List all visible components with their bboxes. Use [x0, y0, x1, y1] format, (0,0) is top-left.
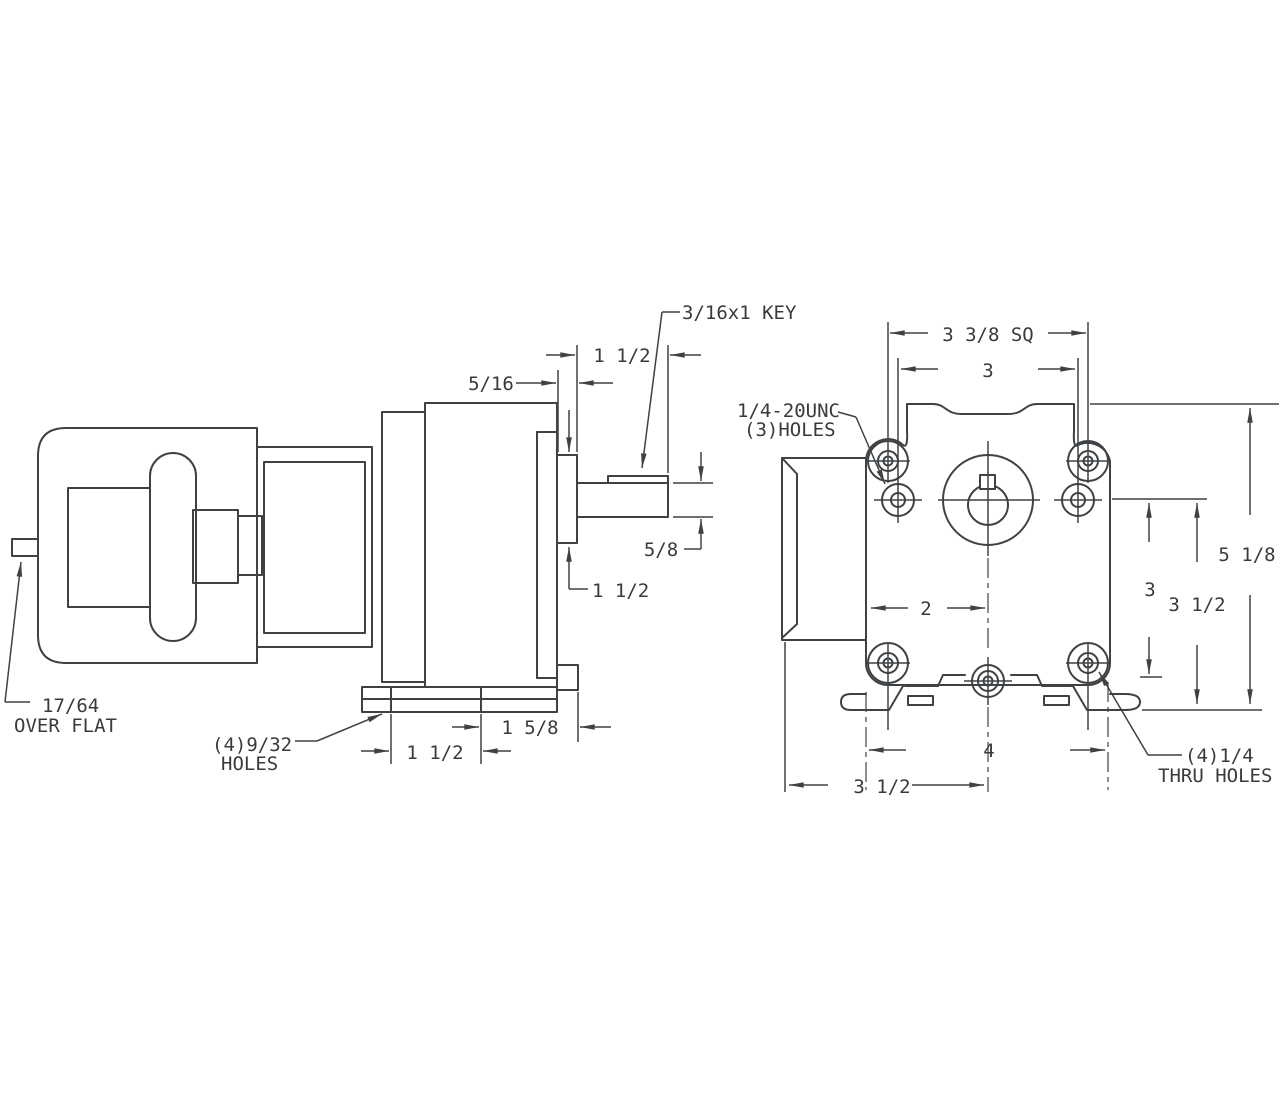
tapped-holes [874, 477, 1102, 523]
flange-slot-left [907, 695, 934, 706]
label-base-spacing-a: 1 1/2 [406, 742, 463, 764]
label-foot-span: 4 [983, 740, 994, 762]
label-face-square: 3 3/8 SQ [942, 324, 1034, 346]
side-view [11, 402, 669, 713]
side-view-labels: 3/16x1 KEY 1 1/2 5/16 5/8 1 1/2 17/64 OV… [14, 302, 797, 775]
motor-end-outline [781, 457, 867, 641]
flat-leader [4, 561, 23, 703]
label-overall-height: 5 1/8 [1218, 544, 1275, 566]
label-motor-offset: 3 1/2 [853, 776, 910, 798]
label-tapped-span: 3 [982, 360, 993, 382]
gearbox-foot [556, 664, 579, 691]
label-vertical-span: 3 [1144, 579, 1155, 601]
base-flange-top [904, 674, 1073, 687]
end-view [781, 403, 1141, 792]
label-boss-depth: 5/16 [468, 373, 514, 395]
label-base-spacing-b: 1 5/8 [501, 717, 558, 739]
label-tapped-1: 1/4-20UNC [737, 400, 840, 422]
base-holes-leader [316, 713, 383, 742]
base-flange-right-foot [1072, 685, 1141, 711]
gear-housing-rear [381, 411, 426, 683]
base-flange-left-foot [840, 685, 904, 711]
rear-flat-tab [11, 538, 40, 557]
output-shaft [576, 482, 669, 518]
label-flat-1: 17/64 [42, 695, 99, 717]
label-flat-2: OVER FLAT [14, 715, 117, 737]
thru-holes-leader [1098, 671, 1149, 756]
flange-slot-right [1043, 695, 1070, 706]
side-view-dimensions [4, 311, 713, 764]
motor-slot-cover [149, 452, 197, 642]
motor-body [37, 427, 258, 664]
bottom-center-hole [964, 657, 1012, 705]
end-view-dimensions [784, 322, 1279, 792]
label-center-height: 3 1/2 [1168, 594, 1225, 616]
shaft-boss [938, 441, 1040, 556]
label-shaft-diameter: 5/8 [644, 539, 678, 561]
tapped-holes-leader [855, 416, 886, 485]
label-tapped-offset: 2 [920, 598, 931, 620]
label-tapped-2: (3)HOLES [744, 419, 836, 441]
label-thru-1: (4)1/4 [1185, 745, 1254, 767]
label-base-holes-2: HOLES [221, 753, 278, 775]
end-view-labels: 1/4-20UNC (3)HOLES 3 3/8 SQ 3 2 3 3 1/2 … [737, 324, 1276, 798]
output-boss [556, 454, 578, 544]
front-housing-band [263, 461, 366, 634]
shaft-key [607, 475, 669, 484]
label-boss-diameter: 1 1/2 [592, 580, 649, 602]
key-leader [641, 311, 663, 469]
front-housing [256, 446, 373, 648]
shaft-stub-step [237, 515, 263, 576]
label-thru-2: THRU HOLES [1158, 765, 1272, 787]
label-shaft-length: 1 1/2 [593, 345, 650, 367]
label-base-holes-1: (4)9/32 [212, 734, 292, 756]
label-key: 3/16x1 KEY [682, 302, 797, 324]
